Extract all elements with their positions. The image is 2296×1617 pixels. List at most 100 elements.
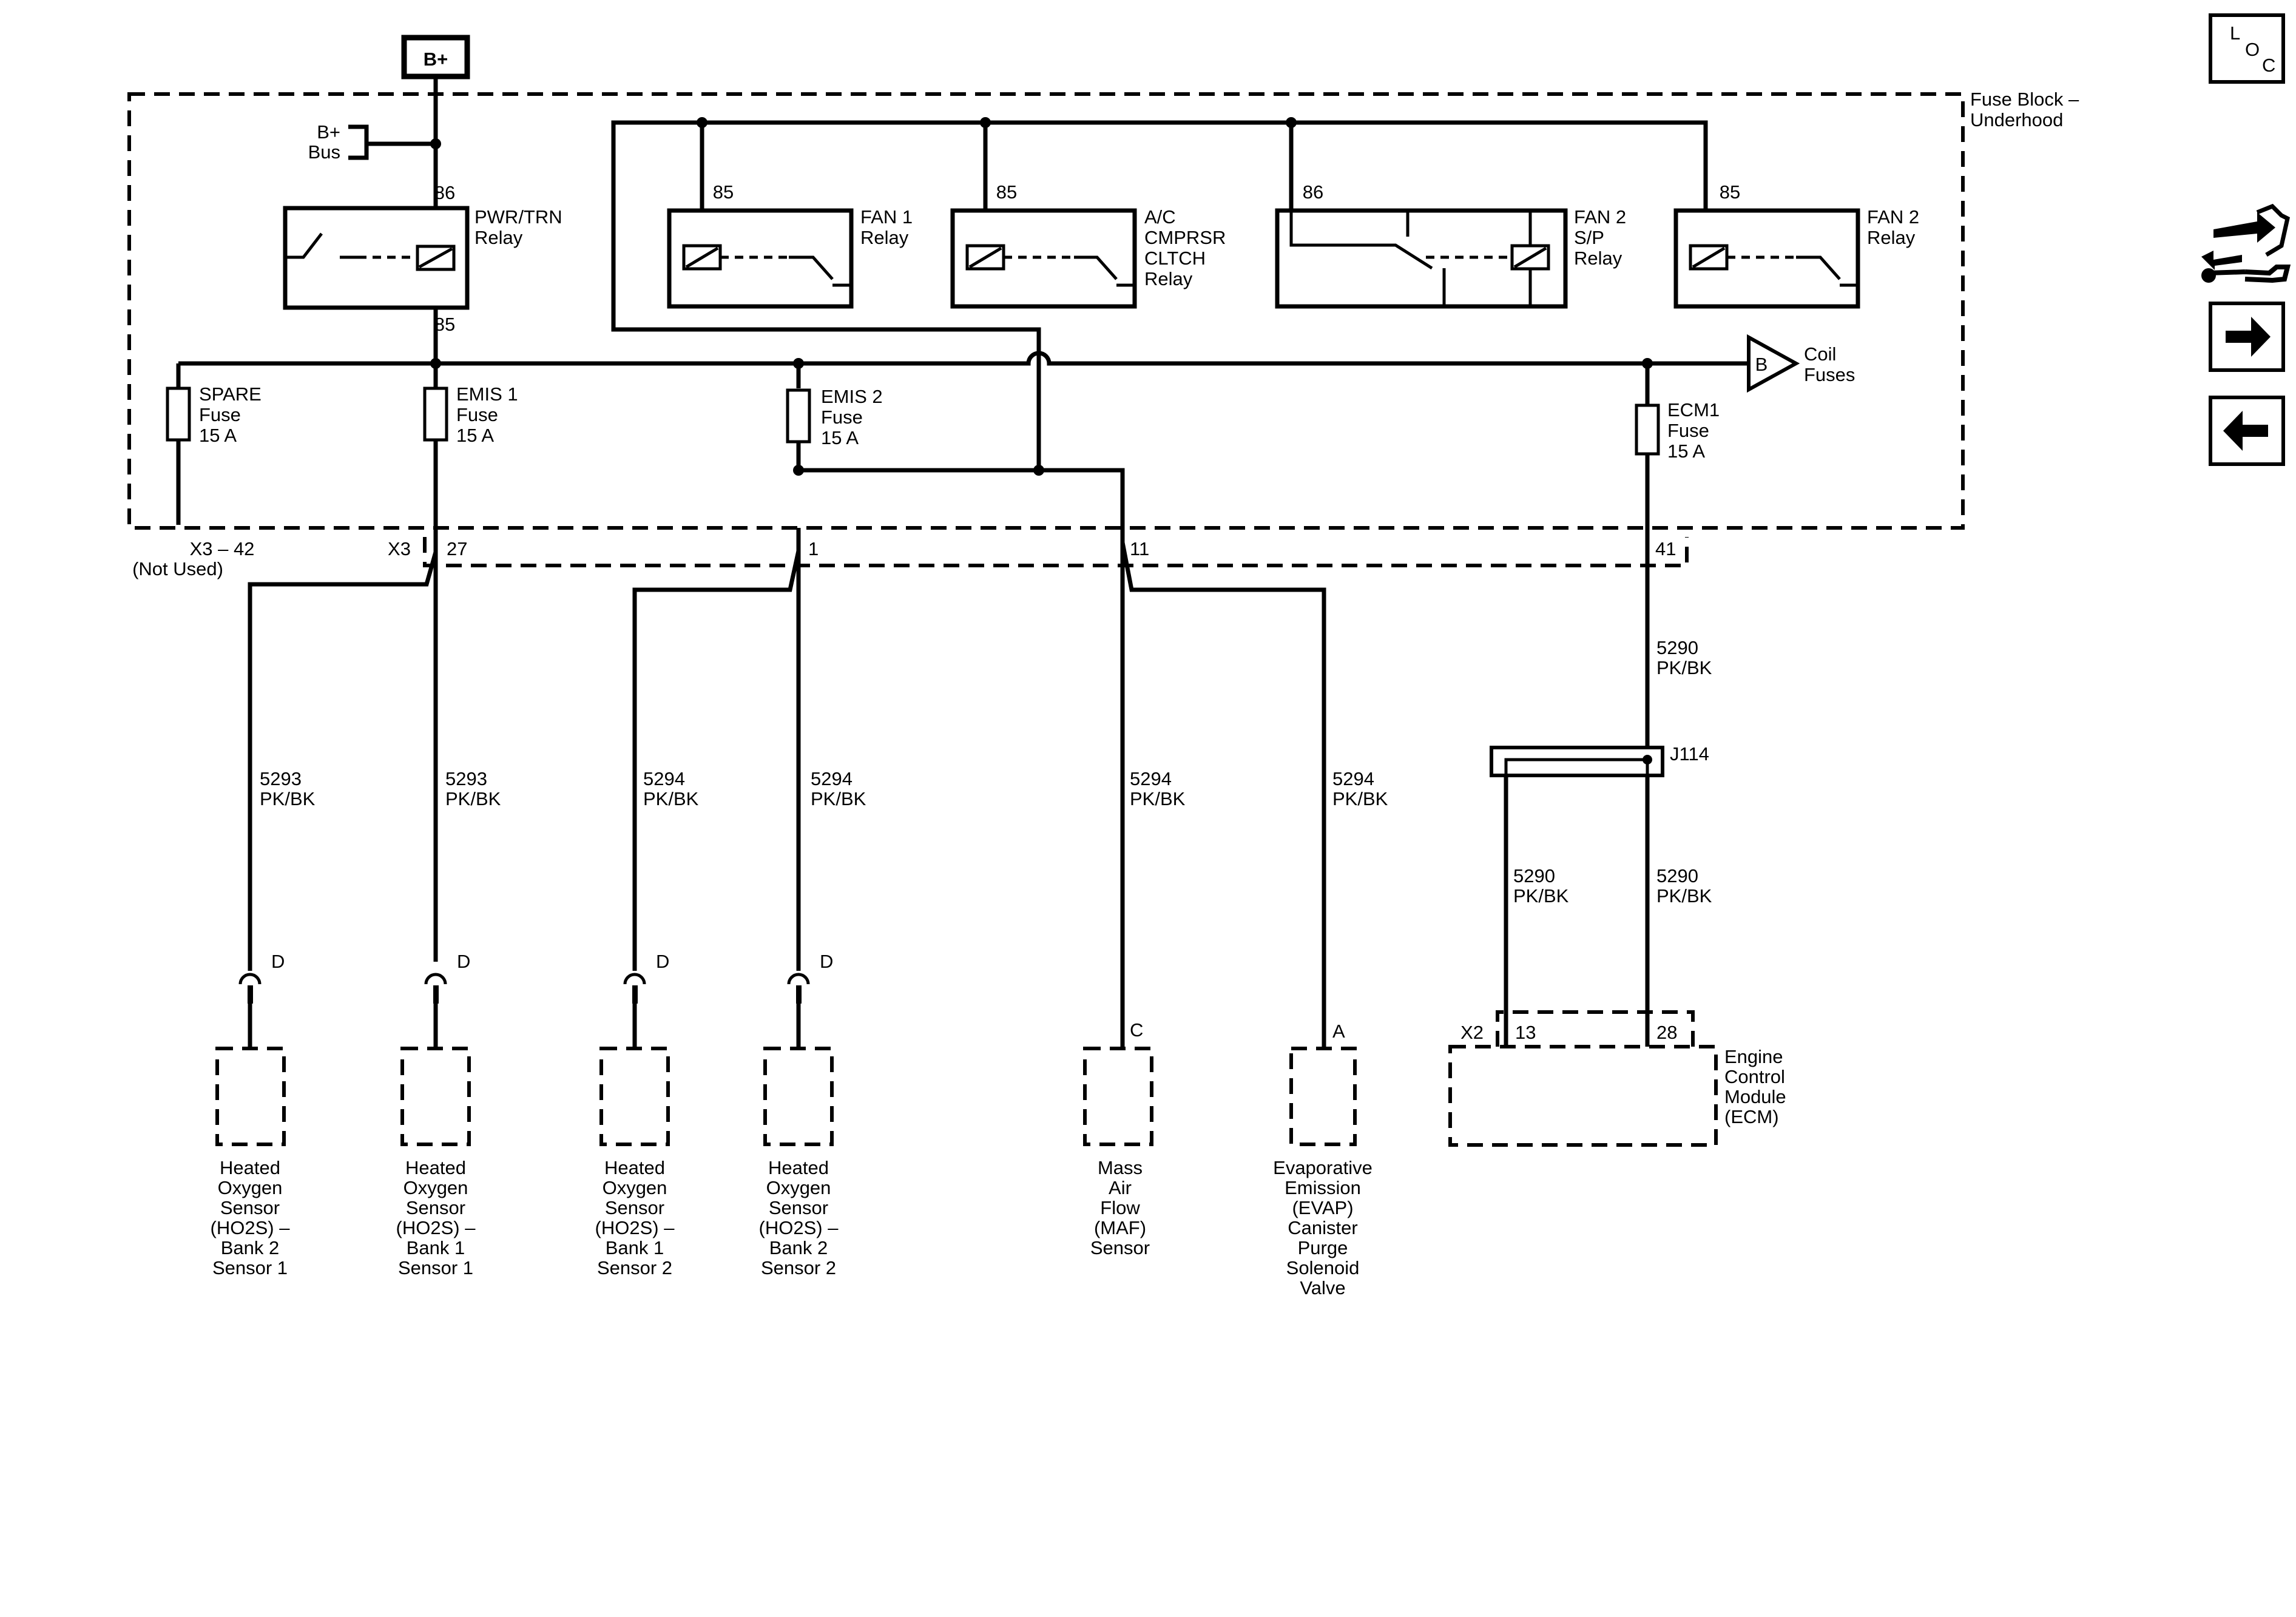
ac-label-2: CMPRSR [1144,227,1226,248]
x3-not-used-label-1: X3 – 42 [190,538,255,559]
fan1-label-2: Relay [860,227,909,248]
fuse-block-underhood: Fuse Block – Underhood [127,89,2079,530]
ho2s-b2s1-connector: D [238,951,285,1048]
ho2s-b1s2-label-6: Sensor 2 [597,1257,672,1278]
wire-labels: 5293 PK/BK 5293 PK/BK 5294 PK/BK 5294 PK… [260,637,1712,906]
fan1-pin-85: 85 [713,181,734,203]
x3-label: X3 [388,538,411,559]
maf-label-4: (MAF) [1094,1217,1146,1238]
ho2s-bank2-sensor2: Heated Oxygen Sensor (HO2S) – Bank 2 Sen… [759,1047,839,1278]
ho2s-b1s1-terminal: D [457,951,470,972]
x3-connector: X3 – 42 (Not Used) X3 27 1 11 41 [132,537,1689,579]
fuse-spare-label-1: SPARE [199,383,262,405]
fuse-ecm1-label-2: Fuse [1667,420,1709,441]
ecm-pin-13: 13 [1515,1022,1536,1043]
ho2s-b2s1-label-3: Sensor [220,1197,280,1218]
mass-air-flow-sensor: C Mass Air Flow (MAF) Sensor [1083,1019,1153,1258]
wire-label-5290-a-2: PK/BK [1656,657,1712,678]
evap-label-4: Canister [1288,1217,1357,1238]
j114-label: J114 [1670,743,1709,765]
fuse-emis1-label-1: EMIS 1 [456,383,518,405]
ecm-pin-28: 28 [1656,1022,1677,1043]
loc-button[interactable]: L O C [2209,13,2285,84]
arrow-right-button[interactable] [2209,302,2285,372]
maf-label-5: Sensor [1090,1237,1150,1258]
evap-canister-purge-solenoid: A Evaporative Emission (EVAP) Canister P… [1273,1021,1373,1298]
evap-label-5: Purge [1298,1237,1348,1258]
ho2s-b2s1-label-2: Oxygen [218,1177,283,1198]
pwr-trn-label-1: PWR/TRN [474,206,562,228]
ho2s-bank2-sensor1: Heated Oxygen Sensor (HO2S) – Bank 2 Sen… [211,1047,291,1278]
fuse-emis2-label-2: Fuse [821,407,863,428]
fan2-series-parallel-relay: 86 FAN 2 S/P Relay [1275,181,1626,309]
ecm-label-2: Control [1724,1066,1785,1087]
ho2s-bank1-sensor1: Heated Oxygen Sensor (HO2S) – Bank 1 Sen… [396,1047,476,1278]
ecm-label-3: Module [1724,1086,1786,1107]
ho2s-b1s2-label-5: Bank 1 [606,1237,664,1258]
connector-wrench-icon[interactable] [2201,203,2291,283]
arrow-left-button[interactable] [2209,396,2285,466]
coil-fuses-marker-letter: B [1755,354,1768,375]
maf-label-1: Mass [1098,1157,1143,1178]
wire-label-5294-b-1: 5294 [811,768,853,789]
loc-letter-o: O [2245,39,2260,60]
ho2s-b1s1-connector: D [424,951,470,1048]
ac-label-4: Relay [1144,268,1193,289]
ho2s-b2s1-label-4: (HO2S) – [211,1217,291,1238]
wire-label-5294-b-2: PK/BK [811,788,866,809]
maf-terminal: C [1130,1019,1143,1041]
ho2s-b1s1-label-2: Oxygen [403,1177,468,1198]
fan1-label-1: FAN 1 [860,206,913,228]
ho2s-b1s1-label-5: Bank 1 [407,1237,465,1258]
ho2s-b2s2-connector: D [787,951,833,1048]
ho2s-b2s2-label-6: Sensor 2 [761,1257,836,1278]
coil-fuses-marker: B Coil Fuses [1747,334,1855,393]
pwr-trn-label-2: Relay [474,227,523,248]
x3-pin-27: 27 [447,538,467,559]
ho2s-b2s2-label-1: Heated [768,1157,829,1178]
maf-label-2: Air [1109,1177,1132,1198]
x3-pin-11: 11 [1130,538,1149,559]
ecm-label-1: Engine [1724,1046,1783,1067]
wire-label-5294-c-2: PK/BK [1130,788,1186,809]
battery-source: B+ [401,35,470,79]
ac-label-1: A/C [1144,206,1176,228]
evap-label-7: Valve [1300,1277,1345,1298]
fuse-emis1-label-3: 15 A [456,425,494,446]
evap-label-6: Solenoid [1286,1257,1360,1278]
fuse-ecm1-label-3: 15 A [1667,441,1705,462]
ac-compressor-clutch-relay: 85 A/C CMPRSR CLTCH Relay [950,181,1226,309]
ecm-label-4: (ECM) [1724,1106,1779,1127]
ho2s-b2s2-label-3: Sensor [769,1197,828,1218]
ho2s-b1s1-label-3: Sensor [406,1197,465,1218]
fuse-block-label-1: Fuse Block – [1970,89,2079,110]
wire-label-5294-d-1: 5294 [1332,768,1374,789]
ho2s-b2s1-label-6: Sensor 1 [212,1257,288,1278]
x3-not-used-label-2: (Not Used) [132,558,223,579]
ho2s-b1s1-label-4: (HO2S) – [396,1217,476,1238]
wire-label-5293-b-2: PK/BK [445,788,501,809]
wire-label-5294-c-1: 5294 [1130,768,1172,789]
bus-label-2: Bus [308,141,340,163]
engine-control-module: X2 13 28 Engine Control Module (ECM) [1448,1010,1786,1147]
fuse-emis1-label-2: Fuse [456,404,498,425]
j114-splice: J114 [1490,743,1709,777]
wire-label-5294-d-2: PK/BK [1332,788,1388,809]
pwr-trn-pin-86: 86 [434,182,455,203]
ac-label-3: CLTCH [1144,248,1206,269]
evap-label-1: Evaporative [1273,1157,1373,1178]
fuse-spare-label-2: Fuse [199,404,241,425]
ho2s-b2s1-terminal: D [271,951,285,972]
loc-letter-l: L [2230,22,2240,44]
inline-connectors: D D D D [238,951,833,1048]
ho2s-b1s2-connector: D [623,951,669,1048]
evap-terminal: A [1332,1021,1345,1042]
fan2-relay: 85 FAN 2 Relay [1673,181,1919,309]
fuse-emis2: EMIS 2 Fuse 15 A [786,386,883,448]
fan2-sp-label-2: S/P [1574,227,1604,248]
ho2s-b1s1-label-1: Heated [405,1157,466,1178]
maf-label-3: Flow [1100,1197,1140,1218]
ho2s-b1s2-label-2: Oxygen [603,1177,667,1198]
loc-letter-c: C [2262,55,2275,76]
pwr-trn-pin-85: 85 [434,314,455,335]
